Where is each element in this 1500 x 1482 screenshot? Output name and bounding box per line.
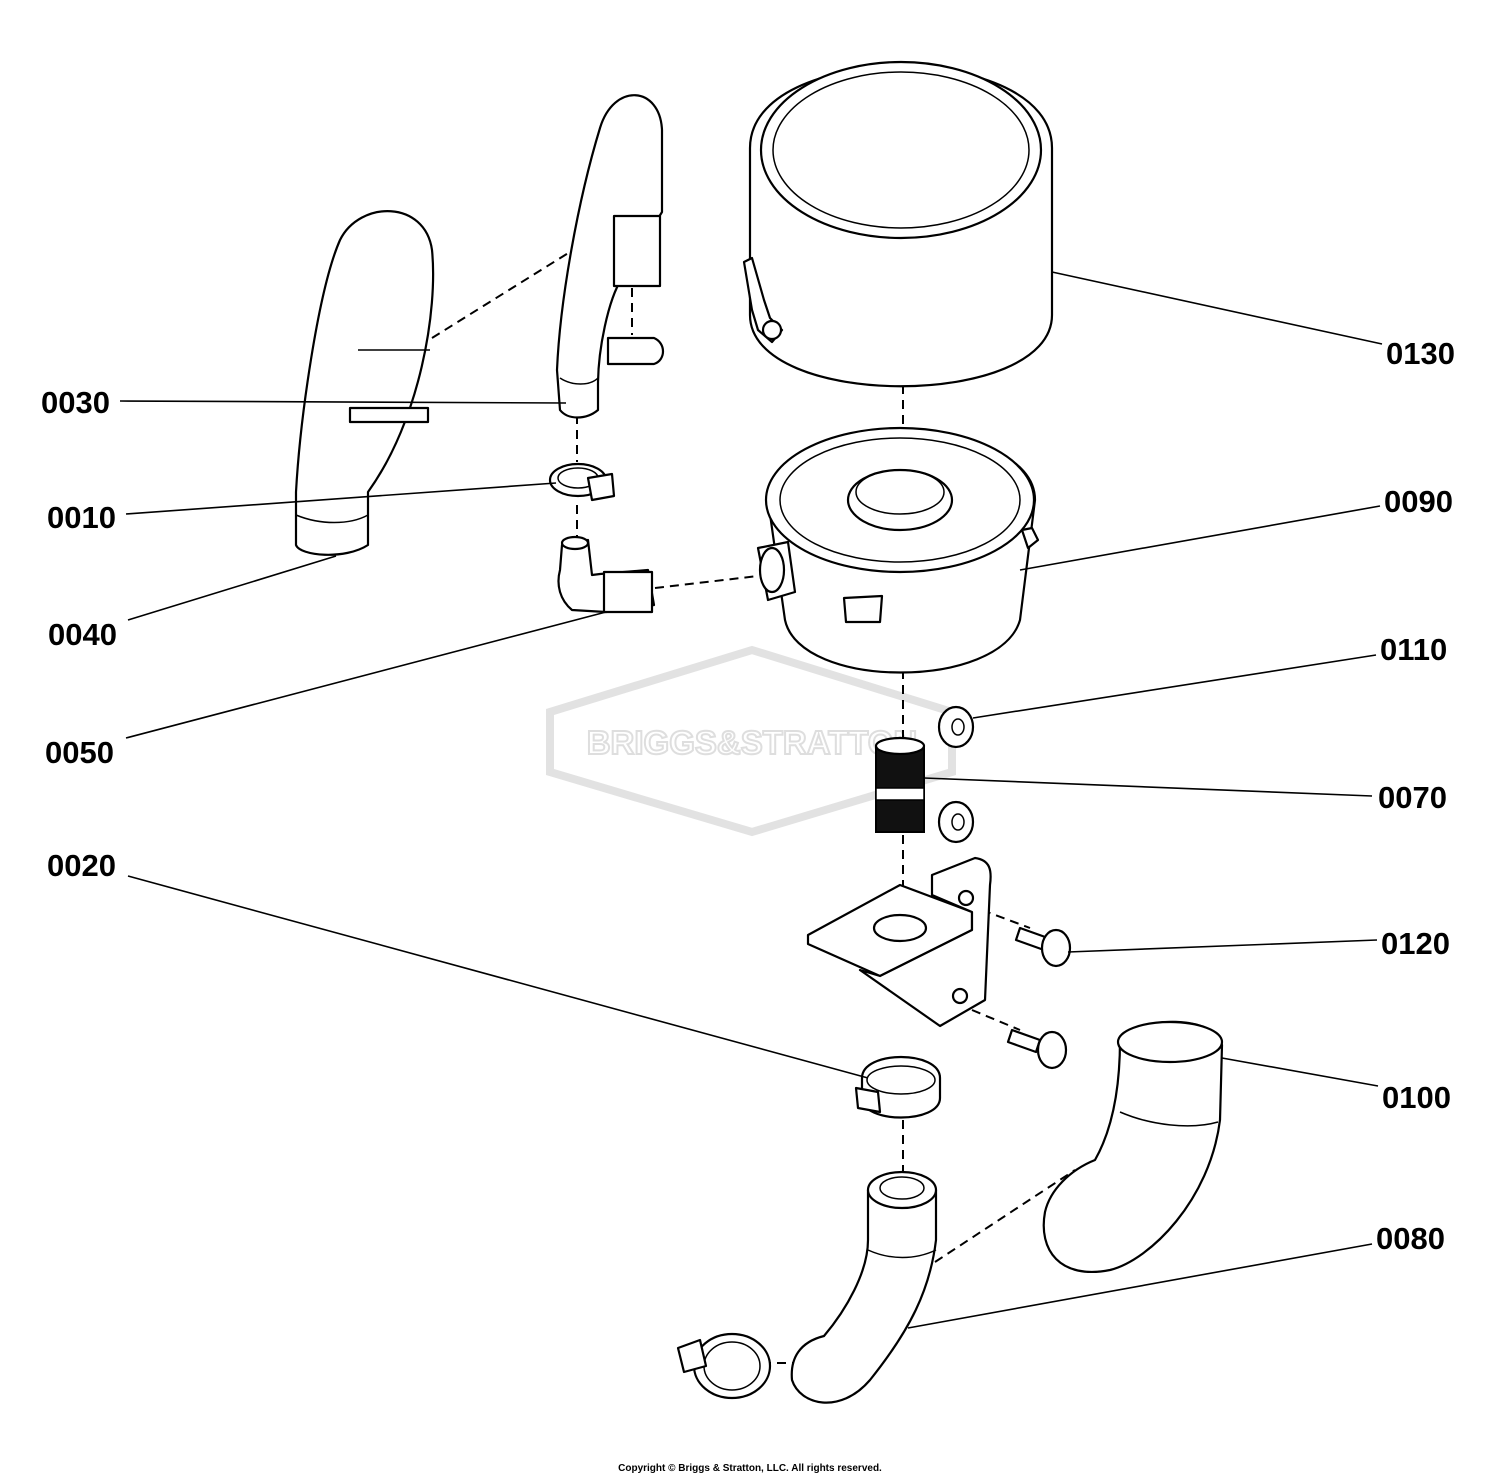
callout-0030: 0030 [41, 385, 110, 420]
washer-top [937, 705, 975, 749]
leader-0030 [119, 400, 567, 404]
callout-0070: 0070 [1378, 780, 1447, 815]
callout-0100: 0100 [1382, 1080, 1451, 1115]
flange-bolt-top [1014, 926, 1072, 968]
leader-0100 [1221, 1057, 1379, 1087]
callout-0020: 0020 [47, 848, 116, 883]
assembly-line [654, 575, 759, 589]
callout-0130: 0130 [1386, 336, 1455, 371]
leader-0050 [125, 611, 607, 739]
leader-0090 [1019, 505, 1381, 571]
assembly-line [981, 909, 1031, 929]
elbow-fitting [557, 535, 656, 614]
flange-bolt-bottom [1006, 1028, 1068, 1070]
callout-0040: 0040 [48, 617, 117, 652]
hose-large [294, 210, 435, 556]
copyright-notice: Copyright © Briggs & Stratton, LLC. All … [618, 1463, 882, 1474]
leader-0130 [1051, 271, 1383, 345]
leader-0070 [923, 777, 1373, 797]
hose-clamp-lower [676, 1332, 772, 1400]
assembly-line [934, 1169, 1076, 1263]
outlet-elbow-hose [1042, 1020, 1224, 1273]
leader-0120 [1067, 939, 1378, 953]
mounting-bracket [806, 856, 992, 1028]
leader-0110 [972, 654, 1377, 719]
leader-0080 [907, 1243, 1373, 1329]
callout-0050: 0050 [45, 735, 114, 770]
air-cleaner-cover [742, 60, 1054, 388]
hose-clamp-small [548, 462, 616, 502]
air-cleaner-housing [756, 426, 1040, 674]
leader-0040 [127, 555, 337, 621]
briggs-stratton-logo-watermark: BRIGGS&STRATTON [546, 645, 956, 837]
callout-0110: 0110 [1380, 632, 1447, 667]
hose-clamp-large [854, 1055, 942, 1119]
callout-0080: 0080 [1376, 1221, 1445, 1256]
threaded-stud [874, 736, 926, 833]
intake-elbow-hose [790, 1170, 938, 1404]
callout-0090: 0090 [1384, 484, 1453, 519]
washer-bottom [937, 800, 975, 844]
callout-0120: 0120 [1381, 926, 1450, 961]
assembly-line [971, 1009, 1021, 1031]
watermark-text: BRIGGS&STRATTON [587, 724, 918, 761]
leader-0020 [127, 875, 869, 1079]
leader-0010 [125, 482, 557, 515]
callout-0010: 0010 [47, 500, 116, 535]
hose-small [555, 94, 665, 419]
